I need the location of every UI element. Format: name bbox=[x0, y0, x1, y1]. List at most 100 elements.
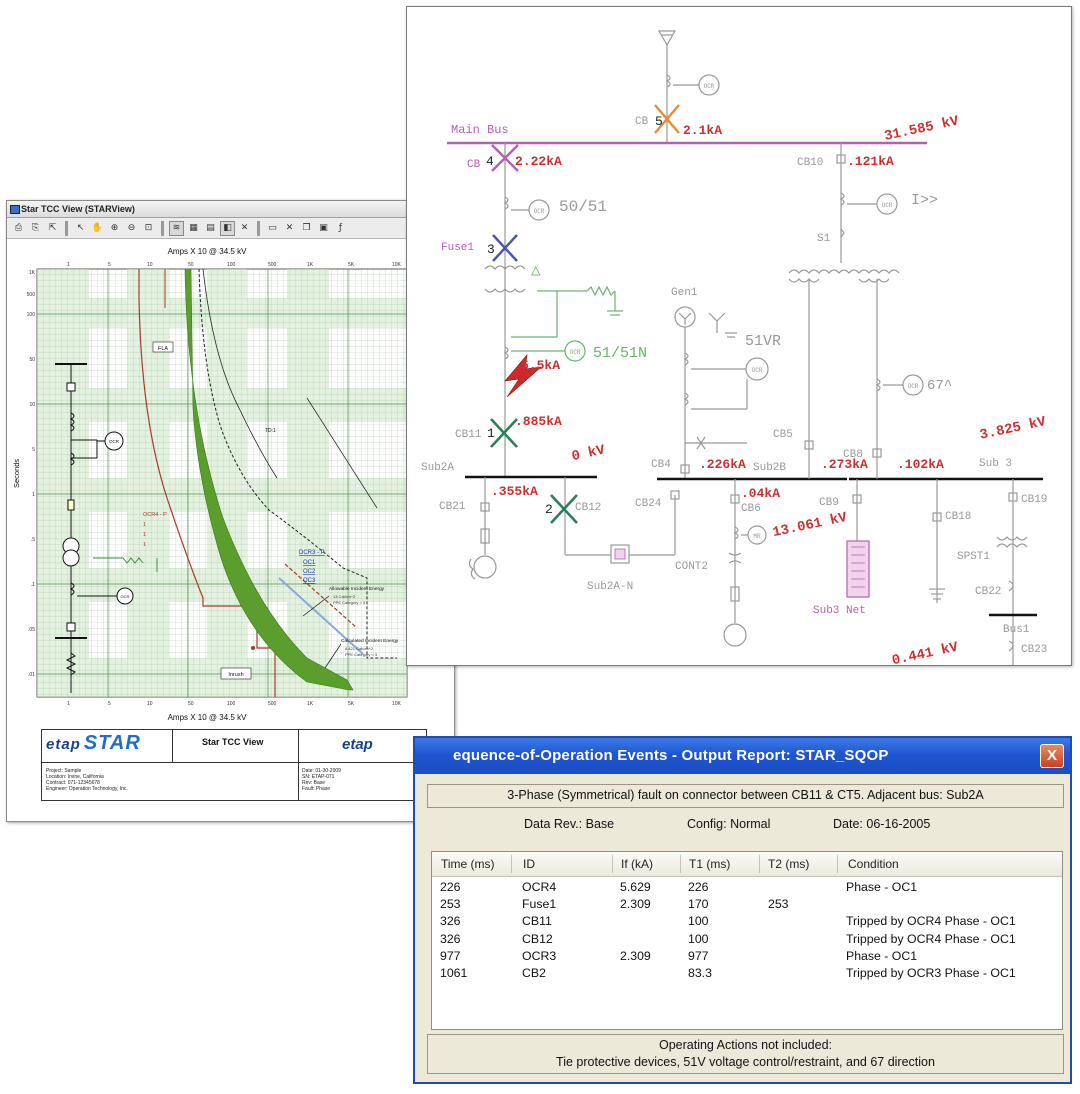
table-cell: Fuse1 bbox=[522, 897, 557, 912]
trip-marker-3b bbox=[492, 234, 518, 262]
seq-number-1: 1 bbox=[487, 426, 495, 441]
device-icon[interactable]: ◧ bbox=[220, 220, 235, 236]
x-tick: 50 bbox=[188, 701, 194, 707]
x-axis-label-bottom: Amps X 10 @ 34.5 kV bbox=[168, 713, 247, 722]
grid-icon[interactable]: ▦ bbox=[189, 222, 198, 233]
allowable-energy-detail-1: 13 Cal/cm^2 bbox=[333, 594, 356, 599]
seq-number-3: 3 bbox=[487, 242, 495, 257]
cb12-label: CB12 bbox=[575, 502, 601, 514]
cb4-sub2b-label: CB4 bbox=[651, 459, 671, 471]
table-cell: 170 bbox=[688, 897, 709, 912]
operating-actions-title: Operating Actions not included: bbox=[658, 1038, 833, 1052]
cb21-label: CB21 bbox=[439, 501, 466, 513]
cb6-label: CB6 bbox=[741, 503, 761, 515]
cb19-label: CB19 bbox=[1021, 494, 1047, 506]
x-tick: 5K bbox=[348, 262, 355, 268]
relay-51vr-label: 51VR bbox=[745, 333, 781, 350]
close-button[interactable]: X bbox=[1040, 744, 1064, 768]
current-sub2b: .273kA bbox=[821, 457, 868, 472]
col-t2[interactable]: T2 (ms) bbox=[768, 857, 810, 871]
y-tick: 1K bbox=[29, 270, 36, 276]
table-cell: Tripped by OCR3 Phase - OC1 bbox=[846, 966, 1016, 980]
relay-67-label: 67^ bbox=[927, 378, 952, 394]
current-cb4-sub2b: .226kA bbox=[699, 457, 746, 472]
one-line-diagram-window: OCR Main Bus 31.585 kV CB 5 2.1kA OCR 50… bbox=[406, 6, 1072, 666]
td1-curve[interactable] bbox=[202, 268, 278, 479]
y-tick: .01 bbox=[28, 672, 35, 678]
ocr3-curve[interactable] bbox=[198, 268, 397, 659]
ocr-relay-label-2: OCR bbox=[534, 208, 545, 215]
delete-icon[interactable]: ✕ bbox=[285, 222, 294, 233]
allowable-energy-line[interactable] bbox=[284, 563, 358, 629]
calculated-energy-detail-2: PPE Category = 3 bbox=[345, 652, 378, 657]
sub2a-n-label: Sub2A-N bbox=[587, 581, 633, 593]
y-tick: 1 bbox=[32, 492, 35, 498]
col-if[interactable]: If (kA) bbox=[621, 857, 653, 871]
table-cell: 326 bbox=[440, 931, 461, 946]
ocr4-curve[interactable] bbox=[138, 269, 276, 697]
zoom-out-icon[interactable]: ⊖ bbox=[127, 222, 136, 233]
project-info: Project: Sample Location: Irvine, Califo… bbox=[46, 768, 128, 792]
calculated-energy-detail-1: 8.421 Cal/cm^2 bbox=[345, 646, 373, 651]
arc-flash-icon[interactable]: ƒ bbox=[338, 222, 343, 233]
table-icon[interactable]: ▤ bbox=[206, 222, 215, 233]
document-icon[interactable]: ▭ bbox=[268, 222, 277, 233]
pan-hand-icon[interactable]: ✋ bbox=[91, 222, 104, 233]
cont2-label: CONT2 bbox=[675, 561, 708, 573]
col-id[interactable]: ID bbox=[523, 857, 535, 871]
table-cell: Tripped by OCR4 Phase - OC1 bbox=[846, 914, 1016, 929]
ocr4-label: OCR4 - P bbox=[143, 512, 167, 518]
y-tick: 50 bbox=[29, 357, 35, 363]
calculated-energy-line[interactable] bbox=[278, 577, 364, 655]
fault-icon[interactable]: ✕ bbox=[240, 222, 249, 233]
copy-icon[interactable]: ❐ bbox=[302, 222, 311, 233]
tcc-plot[interactable]: Amps X 10 @ 34.5 kV Amps X 10 @ 34.5 kV … bbox=[7, 238, 454, 758]
print-preview-icon[interactable]: ⎘ bbox=[31, 222, 40, 233]
events-table: Time (ms) ID If (kA) T1 (ms) T2 (ms) Con… bbox=[431, 851, 1063, 1030]
print-icon[interactable]: ⎙ bbox=[14, 222, 23, 233]
operating-actions-panel: Operating Actions not included: Tie prot… bbox=[427, 1034, 1064, 1074]
tcc-titlebar[interactable]: Star TCC View (STARView) bbox=[7, 201, 454, 218]
paste-icon[interactable]: ▣ bbox=[319, 222, 328, 233]
cb6-motor-branch bbox=[723, 479, 767, 647]
one-line-diagram[interactable]: OCR Main Bus 31.585 kV CB 5 2.1kA OCR 50… bbox=[407, 7, 1071, 665]
table-cell: 977 bbox=[440, 948, 461, 963]
gen1-label: Gen1 bbox=[671, 287, 698, 299]
current-sub3: .102kA bbox=[897, 457, 944, 472]
pointer-icon[interactable]: ↖ bbox=[76, 222, 85, 233]
x-tick: 5K bbox=[348, 701, 355, 707]
bus1-voltage: 0.441 kV bbox=[891, 640, 961, 665]
seq-number-2: 2 bbox=[545, 502, 553, 517]
col-condition[interactable]: Condition bbox=[848, 857, 899, 871]
cb9-branch bbox=[852, 479, 945, 603]
ct-icon bbox=[503, 346, 509, 360]
ocr4-oc1-label: 1 bbox=[143, 522, 146, 528]
tcc-window-title: Star TCC View (STARView) bbox=[21, 204, 135, 214]
x-tick: 1K bbox=[307, 262, 314, 268]
curve-tool-icon[interactable]: ≋ bbox=[169, 220, 184, 236]
sub3-net-icon[interactable] bbox=[846, 540, 870, 598]
x-tick: 1 bbox=[67, 701, 70, 707]
export-icon[interactable]: ⇱ bbox=[48, 222, 57, 233]
tcc-ocr-relay-label-2: OCR bbox=[121, 594, 130, 599]
fuse-band[interactable] bbox=[184, 268, 354, 691]
col-t1[interactable]: T1 (ms) bbox=[689, 857, 731, 871]
table-cell: 83.3 bbox=[688, 966, 712, 980]
table-cell: 253 bbox=[768, 897, 789, 912]
zoom-fit-icon[interactable]: ⊡ bbox=[144, 222, 153, 233]
table-cell: CB12 bbox=[522, 931, 553, 946]
table-cell: 2.309 bbox=[620, 948, 651, 963]
data-rev: Data Rev.: Base bbox=[524, 817, 615, 831]
zoom-in-icon[interactable]: ⊕ bbox=[110, 222, 119, 233]
sqop-titlebar[interactable]: equence-of-Operation Events - Output Rep… bbox=[415, 738, 1070, 774]
col-time[interactable]: Time (ms) bbox=[441, 857, 495, 871]
td1-curve-2[interactable] bbox=[306, 397, 378, 509]
x-tick: 10 bbox=[147, 701, 153, 707]
